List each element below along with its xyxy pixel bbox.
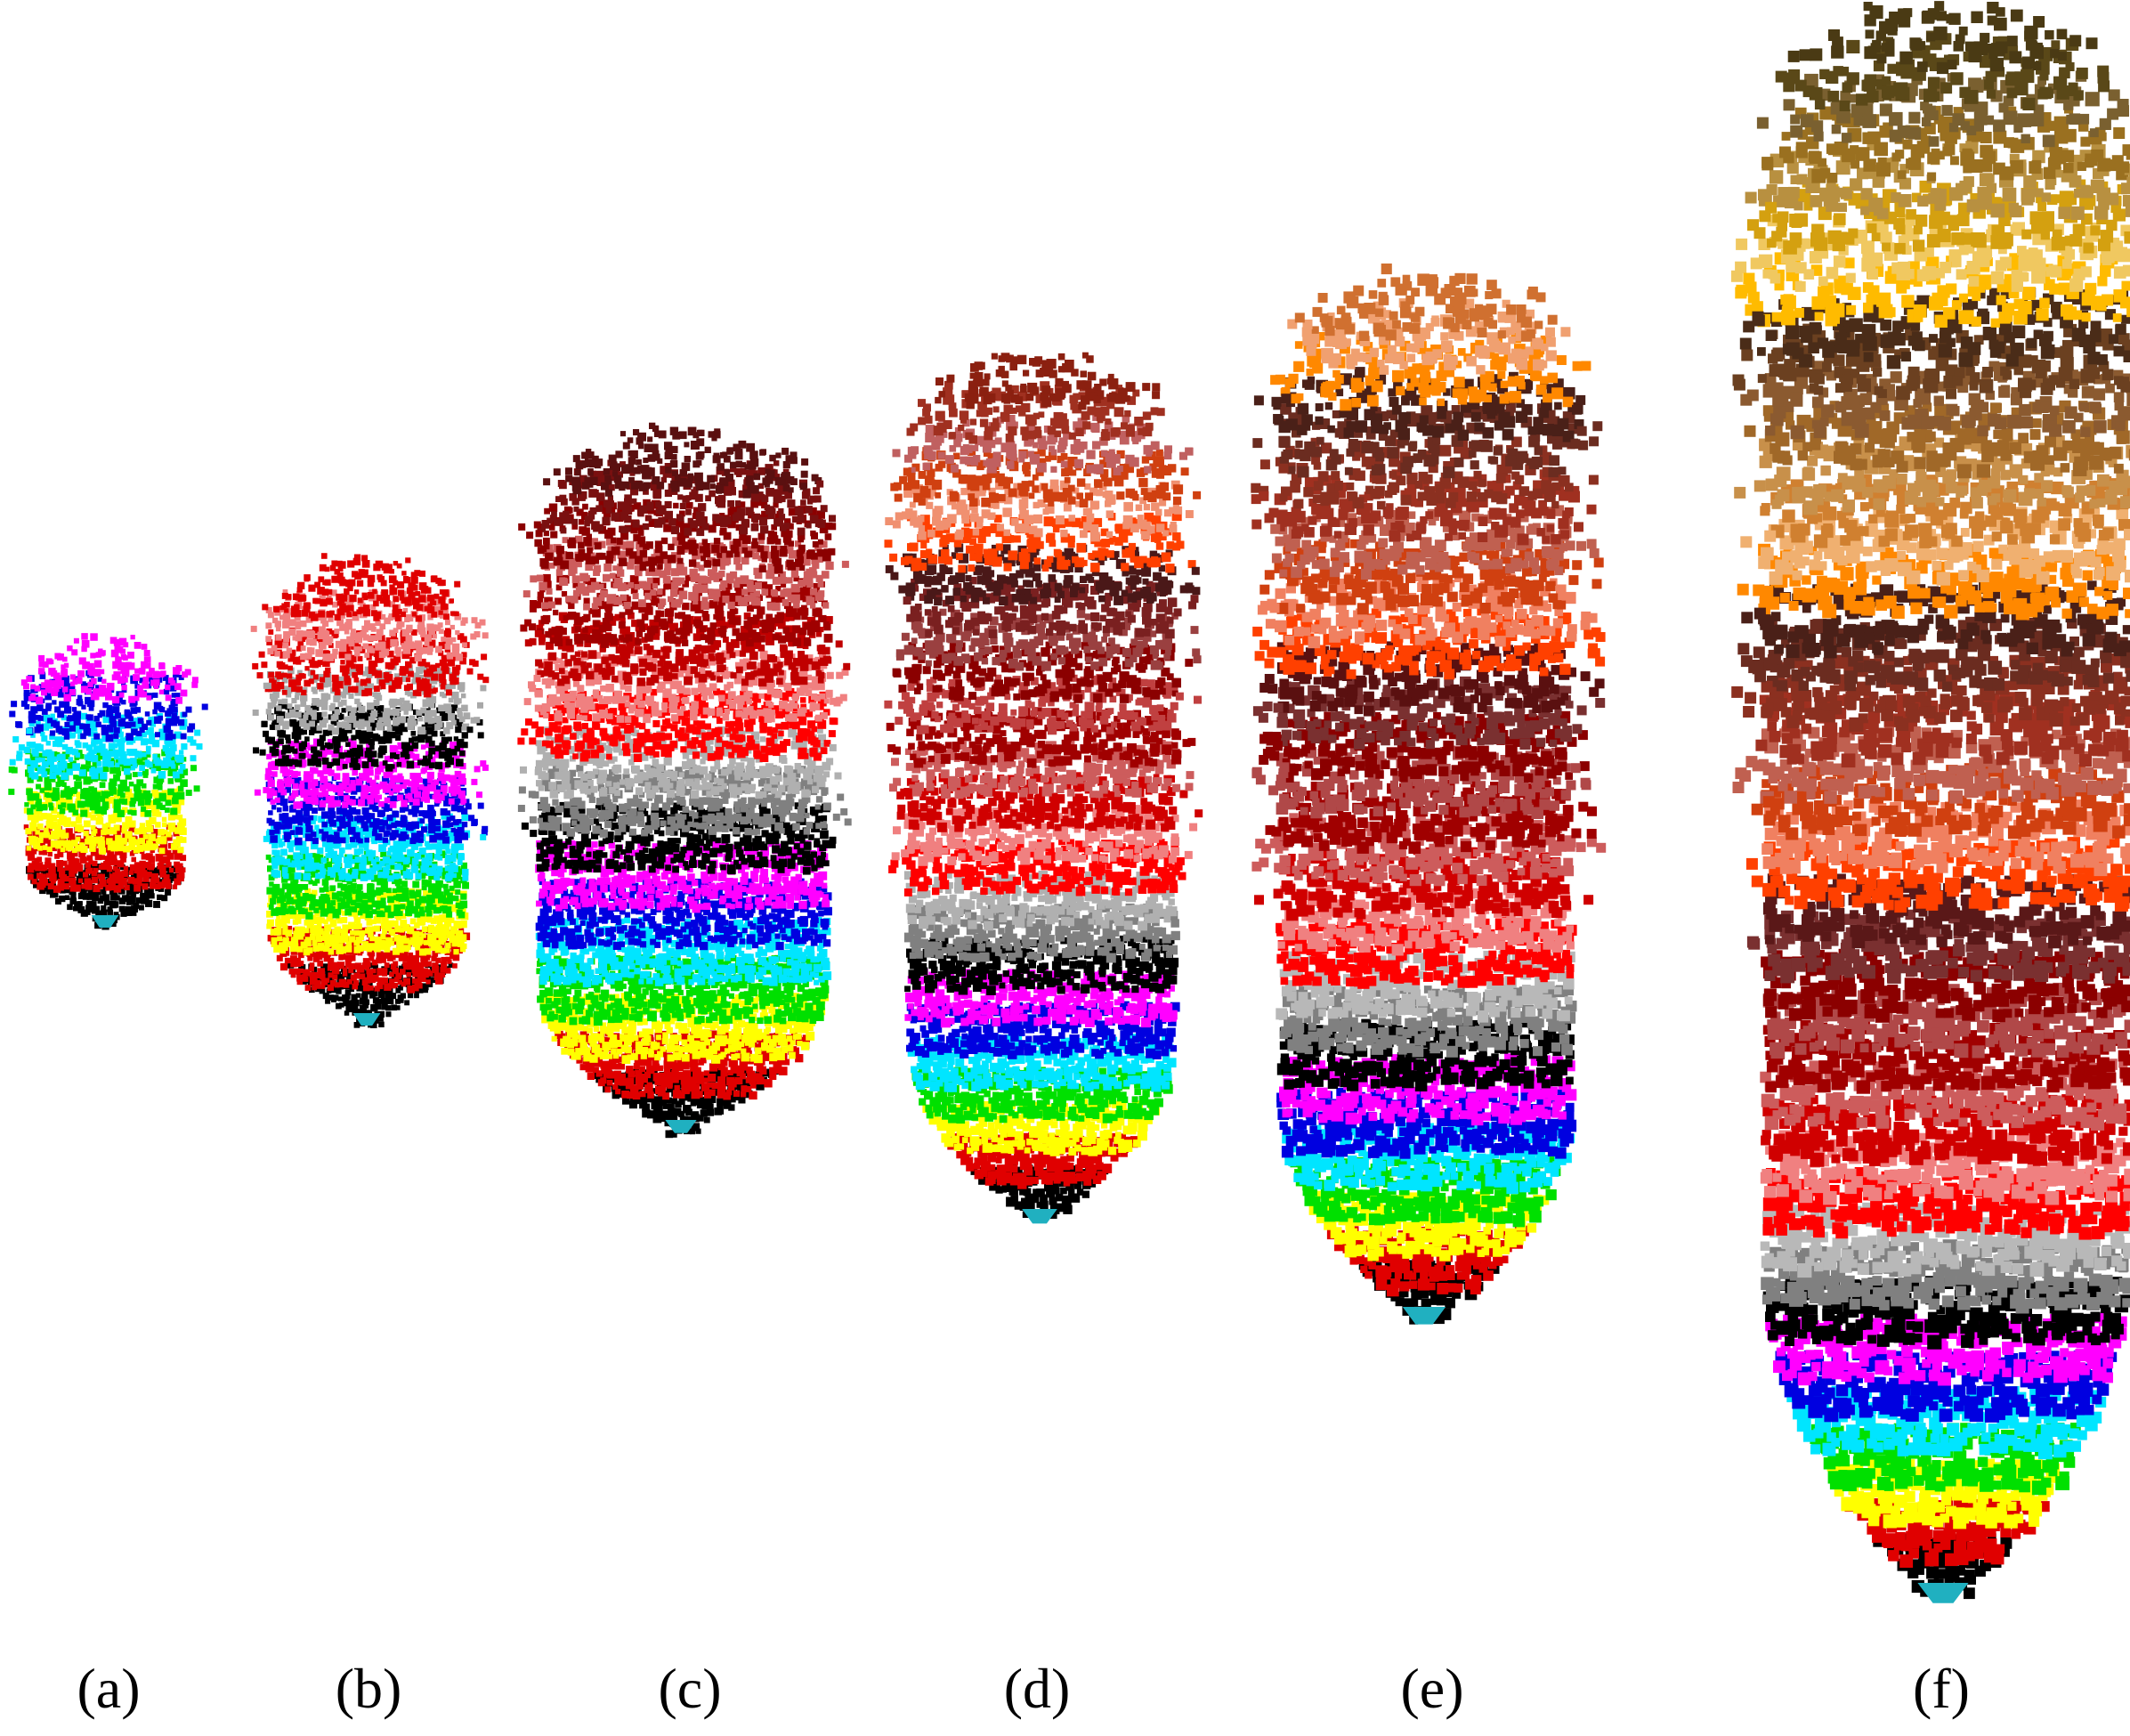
scatter-dots <box>8 650 208 796</box>
layer-band <box>23 633 188 704</box>
layer-band <box>908 414 1172 475</box>
layer-band <box>537 573 833 648</box>
tip-marker <box>665 1120 697 1133</box>
layer-band <box>1810 1 2068 75</box>
scatter-dots <box>884 374 1203 880</box>
panel-label-d: (d) <box>1004 1657 1071 1720</box>
layer-band <box>272 553 459 622</box>
layer-band <box>1781 104 2128 183</box>
tip-marker <box>91 915 119 928</box>
tip-marker <box>1402 1307 1446 1325</box>
layer-band <box>1275 435 1575 510</box>
layered-structure-f <box>1730 1 2130 1603</box>
layered-structure-a <box>8 633 208 930</box>
tip-marker <box>352 1013 381 1026</box>
panel-label-e: (e) <box>1400 1657 1463 1720</box>
layer-band <box>265 775 470 846</box>
tip-marker <box>1022 1209 1057 1224</box>
layer-band <box>23 709 188 780</box>
layer-band <box>266 738 467 809</box>
layer-band <box>1757 288 2130 369</box>
layer-band <box>536 801 830 875</box>
scatter-dots <box>1730 16 2130 950</box>
layer-band <box>903 608 1178 671</box>
scatter-dots <box>1251 286 1607 905</box>
panel-label-c: (c) <box>658 1657 721 1720</box>
layered-structure-c <box>517 422 852 1139</box>
layered-structure-b <box>250 553 490 1028</box>
layered-structure-e <box>1251 264 1607 1325</box>
layer-band <box>565 422 807 499</box>
panel-label-f: (f) <box>1913 1657 1970 1720</box>
layer-band <box>23 824 187 893</box>
tip-marker <box>1917 1583 1969 1603</box>
layer-band <box>903 772 1178 832</box>
panel-label-b: (b) <box>336 1657 402 1720</box>
layered-structure-d <box>884 352 1203 1224</box>
scatter-dots <box>250 570 490 842</box>
scatter-dots <box>517 447 852 850</box>
layer-band <box>910 576 1178 639</box>
layer-band <box>1311 264 1543 342</box>
layer-band <box>1280 332 1574 411</box>
panel-label-a: (a) <box>77 1657 140 1720</box>
layer-band <box>935 352 1136 410</box>
structures-layer <box>8 1 2130 1603</box>
